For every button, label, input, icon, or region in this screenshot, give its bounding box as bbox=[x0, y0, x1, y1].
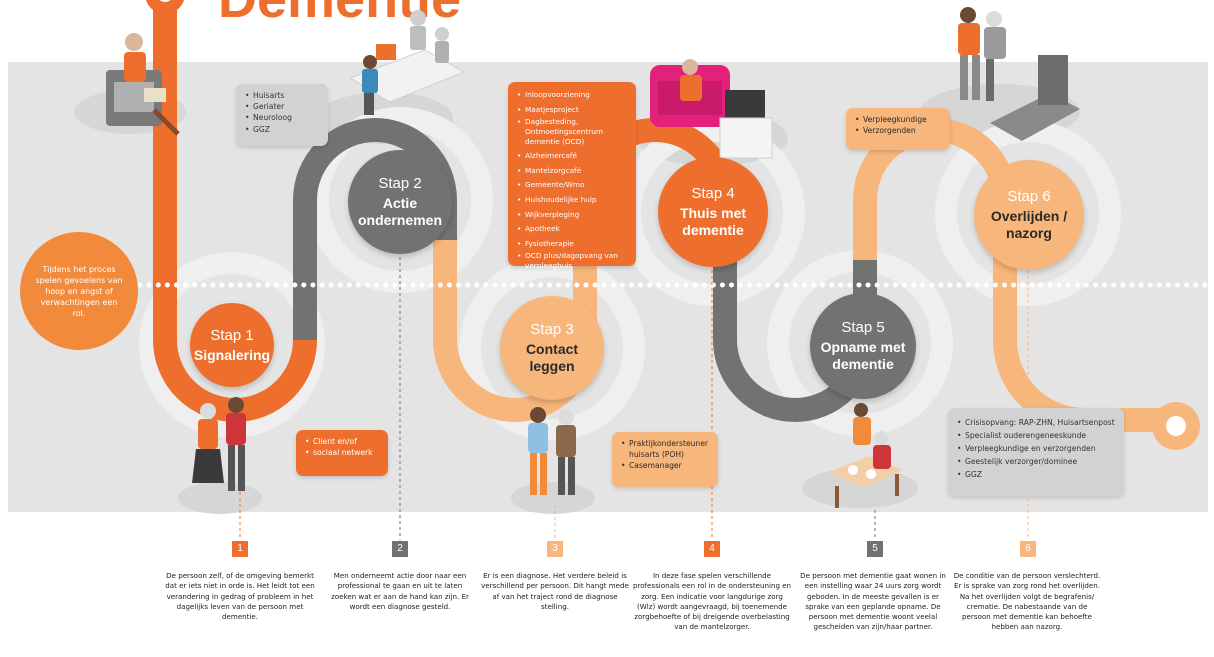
person-watching-tv-illustration bbox=[650, 59, 773, 159]
callout-item: Huisarts bbox=[245, 90, 320, 101]
step-3-description: Er is een diagnose. Het verdere beleid i… bbox=[481, 571, 629, 611]
road-start-cap bbox=[145, 0, 185, 14]
callout-item: Maatjesproject bbox=[517, 103, 628, 118]
step-5-number: 5 bbox=[867, 541, 883, 557]
callout-item: Specialist ouderengeneeskunde bbox=[957, 429, 1116, 442]
step-6-title-line-2: nazorg bbox=[1006, 225, 1052, 241]
callout-item: Huishoudelijke hulp bbox=[517, 193, 628, 208]
callout-item: OCD plus/dagopvang van verpleeghuis bbox=[517, 251, 628, 271]
couple-walking-illustration bbox=[192, 397, 246, 491]
callout-item: GGZ bbox=[245, 124, 320, 135]
callout-step-1: Client en/of sociaal netwerk bbox=[296, 430, 388, 476]
step-6-number: 6 bbox=[1020, 541, 1036, 557]
callout-item: Verzorgenden bbox=[855, 125, 942, 136]
callout-item: Wijkverpleging bbox=[517, 208, 628, 223]
step-5-circle: Stap 5 Opname met dementie bbox=[810, 293, 916, 399]
step-4-label: Stap 4 bbox=[691, 185, 735, 202]
step-4-number: 4 bbox=[704, 541, 720, 557]
doctor-consultation-illustration bbox=[348, 10, 466, 115]
callout-item: Client en/of bbox=[305, 436, 380, 447]
feelings-note: Tijdens het proces spelen gevoelens van … bbox=[20, 232, 138, 350]
step-5-title-line-1: Opname met bbox=[820, 339, 906, 355]
callout-item: Verpleegkundige bbox=[855, 114, 942, 125]
step-4-circle: Stap 4 Thuis met dementie bbox=[658, 157, 768, 267]
step-2-title-line-2: ondernemen bbox=[357, 212, 442, 228]
step-5-description: De persoon met dementie gaat wonen in ee… bbox=[800, 571, 946, 632]
step-6-title-line-1: Overlijden / bbox=[990, 208, 1068, 224]
step-2-circle: Stap 2 Actie ondernemen bbox=[348, 150, 452, 254]
step-2-description: Men onderneemt actie door naar een profe… bbox=[331, 571, 469, 611]
step-1-description: De persoon zelf, of de omgeving bemerkt … bbox=[165, 571, 315, 622]
callout-item: Alzheimercafé bbox=[517, 149, 628, 164]
step-5-title-line-2: dementie bbox=[832, 356, 894, 372]
step-3-label: Stap 3 bbox=[530, 321, 574, 338]
callout-item: sociaal netwerk bbox=[305, 447, 380, 458]
step-1-circle: Stap 1 Signalering bbox=[190, 303, 274, 387]
step-3-title-line-1: Contact bbox=[525, 341, 579, 357]
step-2-number: 2 bbox=[392, 541, 408, 557]
step-1-label: Stap 1 bbox=[210, 326, 254, 344]
callout-item: Casemanager bbox=[621, 460, 710, 471]
callout-step-3: Praktijkondersteuner huisarts (POH) Case… bbox=[612, 432, 718, 487]
step-4-title-line-1: Thuis met bbox=[679, 205, 747, 221]
callout-item: GGZ bbox=[957, 468, 1116, 481]
step-6-circle: Stap 6 Overlijden / nazorg bbox=[974, 160, 1084, 270]
nursing-home-meal-illustration bbox=[829, 403, 903, 508]
step-6-label: Stap 6 bbox=[1007, 188, 1051, 205]
callout-step-4: Inloopvoorziening Maatjesproject Dagbest… bbox=[508, 82, 636, 270]
road-end-hole bbox=[1166, 416, 1186, 436]
callout-item: Mantelzorgcafé bbox=[517, 164, 628, 179]
callout-step-5: Crisisopvang: RAP-ZHN, Huisartsenpost Sp… bbox=[948, 408, 1124, 496]
person-in-armchair-illustration bbox=[106, 33, 180, 136]
step-5-label: Stap 5 bbox=[841, 319, 885, 336]
callout-item: Gemeente/Wmo bbox=[517, 178, 628, 193]
callout-item: Geestelijk verzorger/dominee bbox=[957, 455, 1116, 468]
funeral-illustration bbox=[958, 7, 1080, 141]
callout-item: Apotheek bbox=[517, 222, 628, 237]
caregiver-with-client-illustration bbox=[528, 407, 576, 495]
road-segment-6 bbox=[853, 118, 1170, 432]
callout-step-6: Verpleegkundige Verzorgenden bbox=[846, 108, 950, 150]
step-3-circle: Stap 3 Contact leggen bbox=[500, 296, 604, 400]
step-4-title-line-2: dementie bbox=[682, 222, 744, 238]
shadow-ellipse bbox=[802, 468, 918, 508]
road-start-hole bbox=[159, 0, 171, 2]
callout-item: Praktijkondersteuner huisarts (POH) bbox=[621, 438, 710, 460]
step-6-description: De conditie van de persoon verslechterd.… bbox=[953, 571, 1101, 632]
step-2-label: Stap 2 bbox=[378, 175, 422, 192]
callout-item: Verpleegkundige en verzorgenden bbox=[957, 442, 1116, 455]
callout-item: Geriater bbox=[245, 101, 320, 112]
step-4-description: In deze fase spelen verschillende profes… bbox=[632, 571, 792, 632]
callout-step-2: Huisarts Geriater Neuroloog GGZ bbox=[236, 84, 328, 146]
callout-item: Fysiotherapie bbox=[517, 237, 628, 252]
callout-item: Dagbesteding, Ontmoetingscentrum dementi… bbox=[517, 117, 628, 149]
callout-item: Crisisopvang: RAP-ZHN, Huisartsenpost bbox=[957, 416, 1116, 429]
step-3-number: 3 bbox=[547, 541, 563, 557]
callout-item: Neuroloog bbox=[245, 112, 320, 123]
callout-item: Inloopvoorziening bbox=[517, 88, 628, 103]
step-3-title-line-2: leggen bbox=[529, 358, 575, 374]
step-1-number: 1 bbox=[232, 541, 248, 557]
step-2-title-line-1: Actie bbox=[382, 195, 418, 211]
step-1-title: Signalering bbox=[193, 346, 271, 363]
